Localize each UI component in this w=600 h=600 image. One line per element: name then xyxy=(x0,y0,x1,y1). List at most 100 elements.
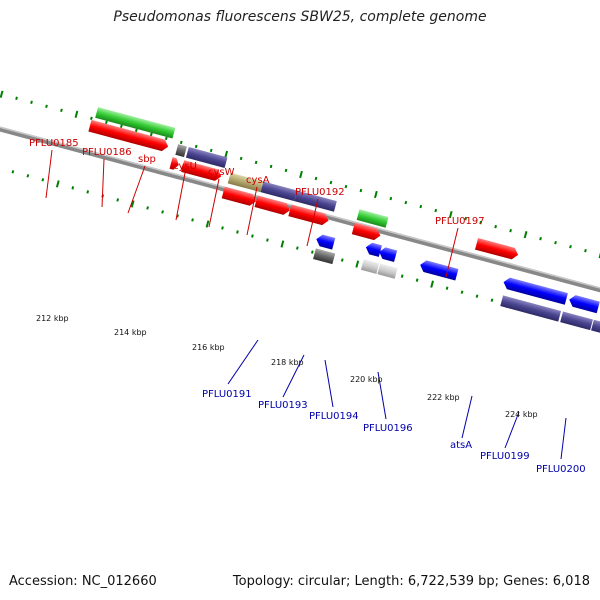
ruler-tick-lower xyxy=(116,198,120,202)
genome-summary-text: Topology: circular; Length: 6,722,539 bp… xyxy=(232,574,590,589)
scale-label-214: 214 kbp xyxy=(114,328,147,337)
pflu0186-cds-arrow xyxy=(169,157,179,170)
pflu0193-cds-arrow xyxy=(365,242,382,257)
ruler-tick-upper xyxy=(448,210,453,219)
pflu0185-cds-arrow xyxy=(88,119,169,152)
forward-gene-labels: PFLU0185 PFLU0186 sbp cysU cysW cysA PFL… xyxy=(29,138,485,227)
ruler-tick-lower xyxy=(490,298,494,302)
pflu0192-cds-arrow xyxy=(351,222,381,241)
gene-label-pflu0197[interactable]: PFLU0197 xyxy=(435,216,485,227)
ruler-tick-upper xyxy=(254,160,258,165)
ruler-tick-lower xyxy=(415,278,419,282)
gene-label-pflu0193[interactable]: PFLU0193 xyxy=(258,400,308,411)
scale-label-224: 224 kbp xyxy=(505,410,538,419)
map-title: Pseudomonas fluorescens SBW25, complete … xyxy=(113,9,487,25)
ruler-tick-upper xyxy=(45,104,48,108)
cysA-cds-arrow xyxy=(288,204,329,226)
pflu0191-feature xyxy=(313,248,336,265)
ruler-tick-lower xyxy=(130,200,135,208)
ruler-tick-lower xyxy=(251,234,254,238)
sbp-cds-arrow xyxy=(181,160,222,181)
scale-label-212: 212 kbp xyxy=(36,314,69,323)
ruler-tick-lower xyxy=(460,290,464,294)
scale-labels: 212 kbp 214 kbp 216 kbp 218 kbp 220 kbp … xyxy=(36,314,538,419)
ruler-tick-upper xyxy=(329,180,333,185)
cysW-cds-arrow xyxy=(254,195,290,215)
scale-label-216: 216 kbp xyxy=(192,343,225,352)
ruler-tick-upper xyxy=(584,249,587,253)
pflu0193-feature xyxy=(360,259,380,274)
ruler-tick-upper xyxy=(269,164,273,169)
sbp-feature xyxy=(185,147,228,168)
ruler-tick-lower xyxy=(266,238,269,242)
ruler-tick-upper xyxy=(284,168,288,173)
pflu0199-feature xyxy=(560,311,593,331)
forward-label-leaders xyxy=(45,149,459,278)
ruler-tick-upper xyxy=(134,128,138,133)
ruler-tick-upper xyxy=(164,136,168,141)
cysU-feature xyxy=(227,172,264,193)
gene-label-pflu0199[interactable]: PFLU0199 xyxy=(480,451,530,462)
pflu0191-cds-arrow xyxy=(316,234,336,250)
gene-label-pflu0186[interactable]: PFLU0186 xyxy=(82,147,132,158)
ruler-tick-upper xyxy=(105,120,108,125)
ruler-tick-lower xyxy=(55,180,60,188)
ruler-tick-lower xyxy=(41,178,45,182)
gene-label-cysW[interactable]: cysW xyxy=(208,167,235,178)
pflu0196-cds-arrow xyxy=(420,260,459,281)
gene-label-pflu0192[interactable]: PFLU0192 xyxy=(295,187,345,198)
accession-text: Accession: NC_012660 xyxy=(9,574,157,589)
ruler-tick-upper xyxy=(179,140,183,145)
gene-label-sbp[interactable]: sbp xyxy=(138,154,156,165)
ruler-tick-upper xyxy=(479,220,483,225)
ruler-tick-lower xyxy=(445,286,449,290)
pflu0194-cds-arrow xyxy=(379,247,398,263)
scale-label-222: 222 kbp xyxy=(427,393,460,402)
gene-label-cysA[interactable]: cysA xyxy=(246,175,270,186)
ruler-tick-upper xyxy=(60,108,63,113)
ruler-tick-upper xyxy=(434,208,438,213)
ruler-tick-upper xyxy=(389,196,393,201)
ruler-tick-lower xyxy=(475,294,479,298)
ruler-tick-lower xyxy=(11,170,15,174)
gene-label-pflu0196[interactable]: PFLU0196 xyxy=(363,423,413,434)
ruler-tick-upper xyxy=(539,236,542,241)
gene-label-pflu0200[interactable]: PFLU0200 xyxy=(536,464,586,475)
gene-label-pflu0191[interactable]: PFLU0191 xyxy=(202,389,252,400)
ruler-tick-upper xyxy=(464,216,468,221)
ruler-tick-lower xyxy=(310,250,314,254)
forward-cds-track xyxy=(88,119,519,260)
ruler-tick-upper xyxy=(90,116,93,121)
ruler-tick-upper xyxy=(494,224,498,229)
ruler-tick-upper xyxy=(74,110,79,118)
ruler-tick-lower xyxy=(26,174,30,178)
gene-label-cysU[interactable]: cysU xyxy=(173,161,197,172)
ruler-tick-upper xyxy=(344,184,348,189)
reverse-gene-labels: PFLU0191 PFLU0193 PFLU0194 PFLU0196 atsA… xyxy=(202,389,586,475)
ruler-tick-upper xyxy=(209,148,213,153)
ruler-tick-upper xyxy=(404,200,408,205)
ruler-tick-upper xyxy=(120,124,123,129)
ruler-tick-lower xyxy=(280,240,285,248)
gene-label-pflu0185[interactable]: PFLU0185 xyxy=(29,138,79,149)
ruler-tick-upper xyxy=(299,170,303,179)
ruler-tick-lower xyxy=(161,210,164,214)
ruler-tick-lower xyxy=(340,258,344,262)
cysW-feature xyxy=(260,181,298,202)
gene-label-atsA[interactable]: atsA xyxy=(450,440,472,451)
pflu0194-feature xyxy=(377,263,398,279)
ruler-tick-lower xyxy=(86,190,90,194)
gene-label-pflu0194[interactable]: PFLU0194 xyxy=(309,411,359,422)
ruler-tick-upper xyxy=(314,176,318,181)
ruler-tick-upper xyxy=(239,156,243,161)
ruler-tick-upper xyxy=(509,228,512,233)
ruler-tick-lower xyxy=(236,230,239,234)
ruler-tick-upper xyxy=(194,144,198,149)
ruler-tick-upper xyxy=(359,188,363,193)
ruler-tick-lower xyxy=(221,226,224,230)
ruler-tick-upper xyxy=(30,100,33,104)
pflu0185-feature xyxy=(95,107,176,139)
cysA-feature xyxy=(294,190,337,212)
